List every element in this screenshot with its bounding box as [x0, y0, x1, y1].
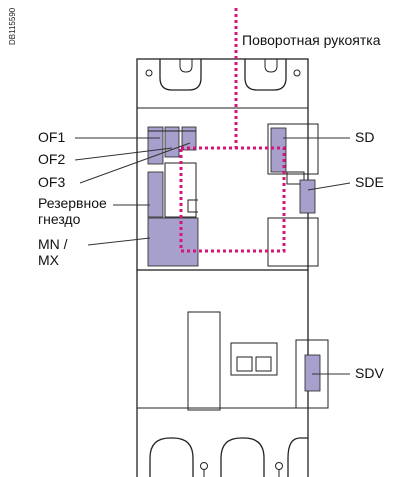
label-reserve-line2: гнездо	[38, 211, 81, 227]
leader-lines	[74, 137, 351, 375]
rotary-handle-outline	[179, 8, 286, 253]
label-rotary-handle: Поворотная рукоятка	[242, 32, 381, 48]
breaker-middle-section	[136, 269, 329, 411]
label-mn-mx-line1: MN /	[38, 236, 68, 252]
label-of2: OF2	[38, 151, 65, 167]
label-sd: SD	[355, 129, 374, 145]
document-code: DB115590	[8, 7, 17, 45]
breaker-lower-housing	[136, 408, 309, 477]
slot-of1	[147, 126, 164, 165]
auxiliary-slots-right	[267, 123, 319, 267]
slot-of2	[164, 126, 180, 158]
label-of1: OF1	[38, 129, 65, 145]
label-of3: OF3	[38, 174, 65, 190]
label-sdv: SDV	[355, 365, 384, 381]
slot-sde	[299, 179, 316, 214]
slot-mn-mx	[147, 217, 199, 267]
slot-sdv	[304, 354, 321, 392]
label-reserve-line1: Резервное	[38, 195, 107, 211]
slot-reserve	[147, 171, 164, 218]
auxiliary-slots-left	[147, 126, 199, 267]
label-mn-mx-line2: MX	[38, 252, 60, 268]
slot-sd	[270, 127, 287, 173]
label-sde: SDE	[355, 174, 384, 190]
